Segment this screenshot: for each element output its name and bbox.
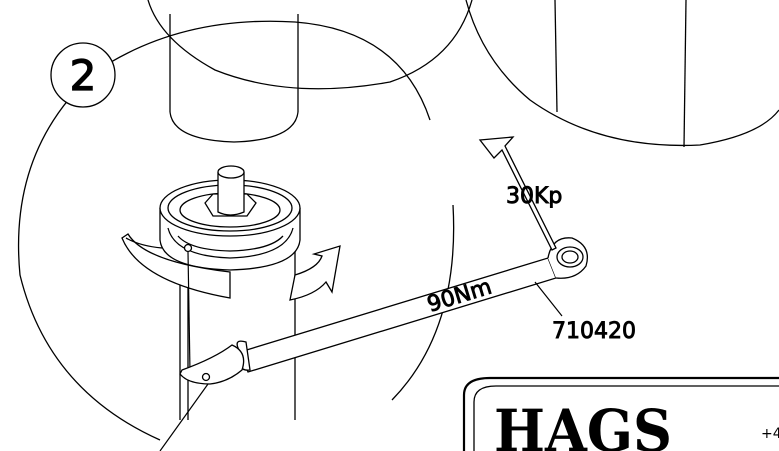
detail-circle-top-right xyxy=(465,0,779,148)
manufacturer-logo: HAGS +4 xyxy=(462,376,779,451)
logo-text: HAGS xyxy=(494,397,672,451)
contact-fragment: +4 xyxy=(761,426,779,442)
step-badge: 2 xyxy=(50,42,116,108)
part-number-leader xyxy=(534,281,563,317)
pin-line xyxy=(187,251,191,373)
spanner-wrench xyxy=(179,237,589,385)
wrench-head-leader xyxy=(159,383,209,451)
torque-label: 90Nm xyxy=(424,275,494,318)
tool-part-number: 710420 xyxy=(552,319,636,344)
detail-circle-top xyxy=(147,0,473,90)
rotation-arrow xyxy=(121,233,341,301)
force-label: 30Kp xyxy=(506,184,562,209)
upper-tube xyxy=(169,14,299,143)
force-arrow xyxy=(478,136,557,251)
step-number: 2 xyxy=(70,51,97,100)
threaded-pin xyxy=(217,165,245,216)
